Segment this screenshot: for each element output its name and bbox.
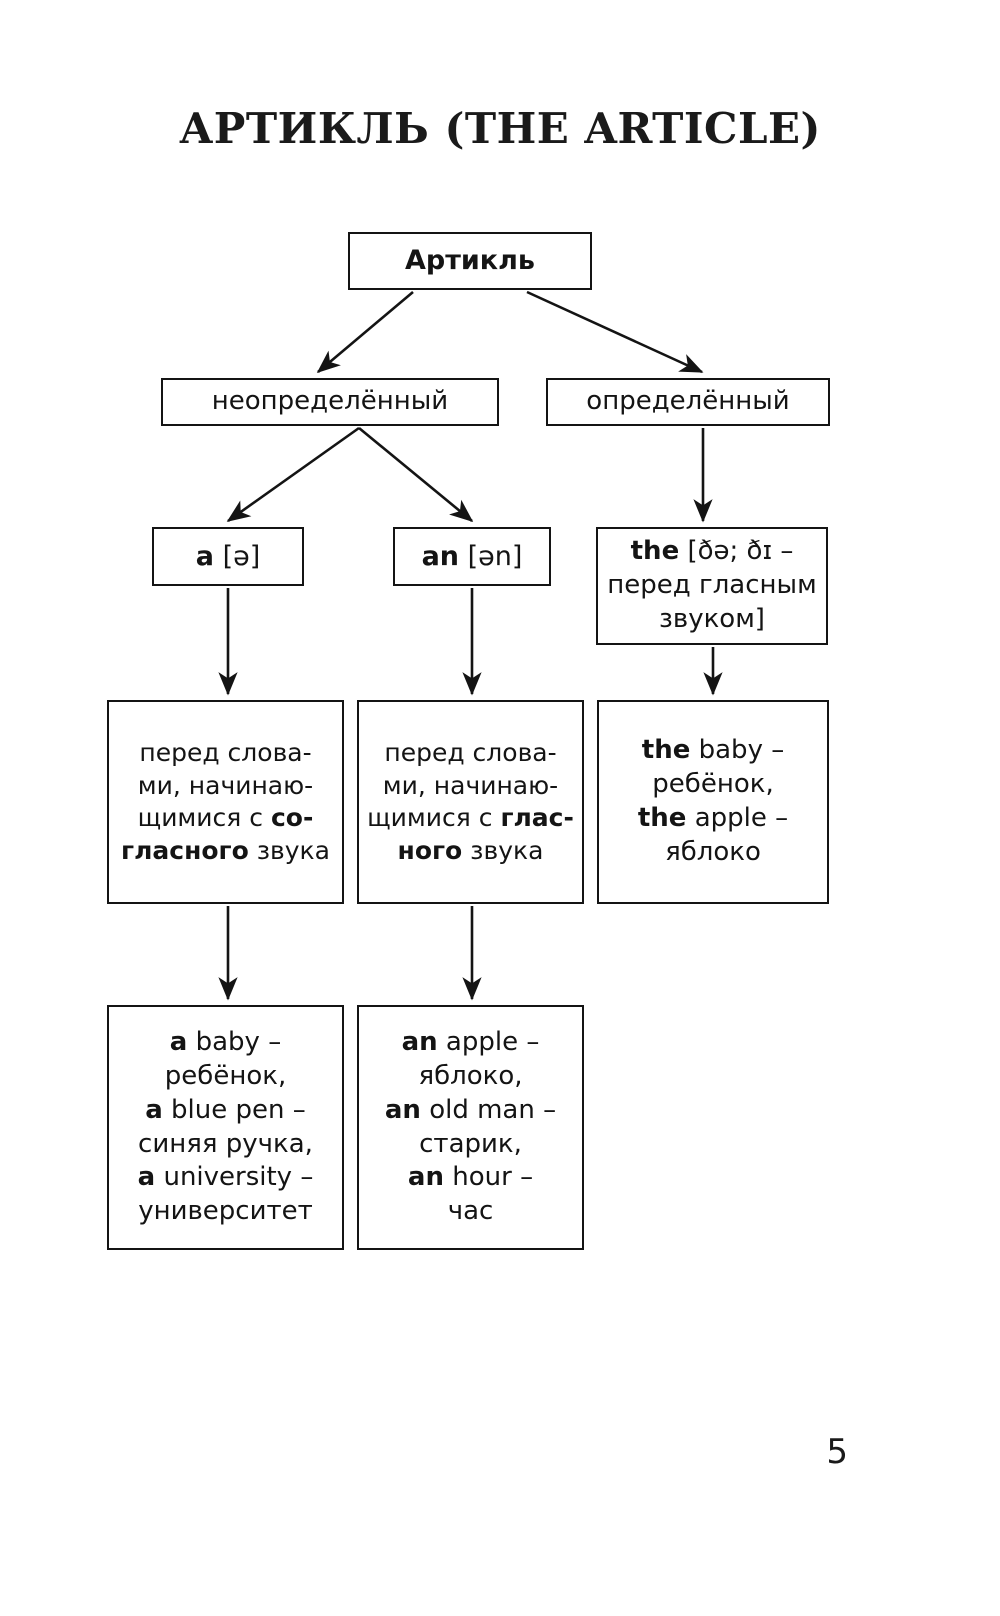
rule-vowel-line-1: перед слова- xyxy=(384,738,557,767)
a-example-3-article: a xyxy=(137,1162,156,1193)
an-example-2-article: an xyxy=(384,1094,421,1125)
node-examples-the: the baby – ребёнок, the apple – яблоко xyxy=(597,700,829,904)
the-example-2-word: apple – xyxy=(686,803,789,833)
page-title-text: АРТИКЛЬ (THE ARTICLE) xyxy=(179,104,821,153)
arrow-article-to-definite xyxy=(526,290,704,374)
rule-consonant-line-3-plain: щимися с xyxy=(137,803,271,832)
a-example-2-word: blue pen – xyxy=(162,1094,306,1125)
node-article-a: a [ə] xyxy=(152,527,304,586)
node-article-the-transcription: [ðə; ðɪ – перед гласным звуком] xyxy=(607,536,817,634)
node-rule-before-vowel: перед слова- ми, начинаю- щимися с глас-… xyxy=(357,700,584,904)
node-article-a-transcription: [ə] xyxy=(213,540,261,572)
node-examples-a: a baby – ребёнок, a blue pen – синяя руч… xyxy=(107,1005,344,1250)
the-example-1-word: baby – xyxy=(690,735,785,766)
a-example-2-translation: синяя ручка, xyxy=(138,1128,313,1159)
an-example-1-article: an xyxy=(401,1027,438,1058)
a-example-3-translation: университет xyxy=(138,1196,313,1227)
an-example-3-word: hour – xyxy=(443,1162,534,1193)
an-example-1-word: apple – xyxy=(437,1027,540,1058)
arrow-indefinite-to-a xyxy=(226,426,360,523)
an-example-2-translation: старик, xyxy=(419,1128,522,1159)
a-example-1-article: a xyxy=(169,1027,188,1058)
node-article-the-word: the xyxy=(630,536,680,567)
rule-consonant-line-1: перед слова- xyxy=(139,738,312,767)
node-article-the: the [ðə; ðɪ – перед гласным звуком] xyxy=(596,527,828,645)
rule-consonant-line-4-bold: гласного xyxy=(121,835,249,865)
rule-vowel-line-4-plain: звука xyxy=(462,835,544,865)
node-article-an: an [ən] xyxy=(393,527,551,586)
node-definite-label: определённый xyxy=(586,386,790,417)
rule-vowel-line-2: ми, начинаю- xyxy=(382,770,559,800)
a-example-1-word: baby – xyxy=(187,1027,282,1058)
an-example-1-translation: яблоко, xyxy=(418,1060,523,1091)
rule-consonant-line-3-bold: со- xyxy=(270,803,314,832)
rule-vowel-line-3-plain: щимися с xyxy=(367,803,501,832)
node-rule-before-consonant: перед слова- ми, начинаю- щимися с со- г… xyxy=(107,700,344,904)
rule-consonant-line-2: ми, начинаю- xyxy=(137,770,314,800)
a-example-1-translation: ребёнок, xyxy=(164,1060,287,1091)
page-number: 5 xyxy=(826,1432,848,1472)
node-article: Артикль xyxy=(348,232,592,290)
an-example-3-article: an xyxy=(407,1162,444,1193)
rule-consonant-line-4-plain: звука xyxy=(248,835,330,865)
node-indefinite-label: неопределённый xyxy=(211,386,449,417)
node-definite-article: определённый xyxy=(546,378,830,426)
the-example-2-translation: яблоко xyxy=(665,836,761,867)
an-example-2-word: old man – xyxy=(420,1094,557,1125)
a-example-2-article: a xyxy=(145,1094,163,1125)
node-article-label: Артикль xyxy=(405,245,535,277)
rule-vowel-line-3-bold: глас- xyxy=(500,803,574,832)
node-examples-an: an apple – яблоко, an old man – старик, … xyxy=(357,1005,584,1250)
node-article-an-transcription: [ən] xyxy=(459,540,523,572)
node-article-an-word: an xyxy=(421,540,460,572)
the-example-1-translation: ребёнок, xyxy=(652,769,774,800)
a-example-3-word: university – xyxy=(155,1162,314,1193)
arrow-article-to-indefinite xyxy=(316,291,414,374)
rule-vowel-line-4-bold: ного xyxy=(397,835,463,865)
node-indefinite-article: неопределённый xyxy=(161,378,499,426)
arrow-indefinite-to-an xyxy=(358,426,474,523)
node-article-a-word: a xyxy=(195,540,214,572)
an-example-3-translation: час xyxy=(447,1196,494,1227)
the-example-2-article: the xyxy=(637,803,687,833)
page-title: АРТИКЛЬ (THE ARTICLE) xyxy=(0,104,1000,153)
the-example-1-article: the xyxy=(641,735,691,766)
